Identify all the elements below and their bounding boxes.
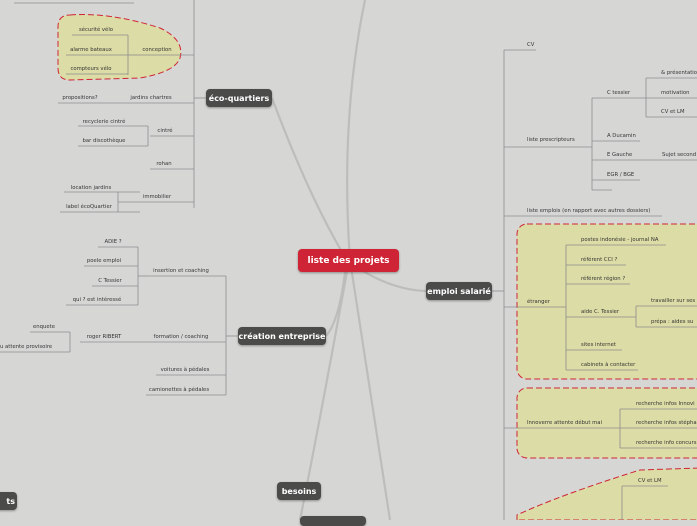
label-compteurs-velo[interactable]: compteurs vélo <box>70 66 112 72</box>
label-immobilier[interactable]: immobilier <box>142 194 172 200</box>
label-attente-provisoire[interactable]: u attente provisoire <box>0 344 53 350</box>
boundary-innoverre <box>516 387 697 459</box>
central-topic[interactable]: liste des projets <box>298 249 399 272</box>
label-cv[interactable]: CV <box>527 42 535 48</box>
label-c-tessier-emploi[interactable]: C tessier <box>607 90 631 96</box>
label-e-gauche[interactable]: E Gauche <box>607 152 633 158</box>
label-info-innovi[interactable]: recherche infos Innovi <box>636 401 695 407</box>
label-cv-et-lm-2[interactable]: CV et LM <box>638 478 662 484</box>
label-insertion-coaching[interactable]: insertion et coaching <box>153 268 209 274</box>
label-label-ecoquartier[interactable]: label écoQuartier <box>66 204 112 210</box>
branch-eco-quartiers[interactable]: éco-quartiers <box>206 89 272 107</box>
label-liste-prescripteurs[interactable]: liste prescripteurs <box>527 137 575 143</box>
label-formation-coaching[interactable]: formation / coaching <box>153 334 209 340</box>
label-enquete[interactable]: enquete <box>33 324 55 330</box>
label-c-tessier[interactable]: C Tessier <box>98 278 122 284</box>
label-poele-emploi[interactable]: poele emploi <box>86 258 122 264</box>
label-presentation[interactable]: & présentatio <box>661 70 697 76</box>
label-info-stepha[interactable]: recherche infos stépha <box>636 420 697 426</box>
boundary-cv <box>516 467 697 520</box>
label-liste-emplois[interactable]: liste emplois (en rapport avec autres do… <box>527 208 651 214</box>
label-securite-velo[interactable]: sécurité vélo <box>78 27 114 33</box>
label-info-concurs[interactable]: recherche info concurs <box>636 440 697 446</box>
branch-creation-entreprise[interactable]: création entreprise <box>238 327 326 345</box>
label-referent-cci[interactable]: référent CCI ? <box>581 257 618 263</box>
label-location-jardins[interactable]: location jardins <box>70 185 112 191</box>
label-rohan[interactable]: rohan <box>156 161 172 167</box>
label-recyclerie-cintre[interactable]: recyclerie cintré <box>82 119 126 125</box>
label-a-ducamin[interactable]: A Ducamin <box>607 133 636 139</box>
label-cintre[interactable]: cintré <box>157 128 173 134</box>
label-etranger[interactable]: étranger <box>527 299 550 305</box>
label-postes-indonesie[interactable]: postes indonésie - journal NA <box>581 237 659 243</box>
label-sites-internet[interactable]: sites internet <box>581 342 616 348</box>
label-sujet-second[interactable]: Sujet second <box>662 152 697 158</box>
boundary-etranger <box>516 223 697 380</box>
label-cabinets[interactable]: cabinets à contacter <box>581 362 636 368</box>
label-referent-region[interactable]: référent région ? <box>581 276 626 282</box>
branch-besoins[interactable]: besoins <box>277 482 321 500</box>
label-motivation[interactable]: motivation <box>661 90 690 96</box>
boundary-conception <box>57 14 182 81</box>
branch-left-edge[interactable]: ts <box>0 492 17 510</box>
label-prepa-aides[interactable]: prépa : aides su <box>651 319 694 325</box>
label-camionettes-pedales[interactable]: camionettes à pédales <box>148 387 210 393</box>
label-egr-bge[interactable]: EGR / BGE <box>607 172 635 178</box>
label-adie[interactable]: ADIE ? <box>104 239 122 245</box>
label-travailler[interactable]: travailler sur ses <box>651 298 696 304</box>
label-qui-interesse[interactable]: qui ? est intéressé <box>72 297 122 303</box>
label-conception[interactable]: conception <box>142 47 172 53</box>
label-voitures-pedales[interactable]: voitures à pédales <box>160 367 210 373</box>
label-propositions[interactable]: propositions? <box>62 95 98 101</box>
label-jardins-chartres[interactable]: jardins chartres <box>130 95 172 101</box>
label-innoverre[interactable]: Innoverre attente début mai <box>527 420 603 426</box>
branch-emploi-salarie[interactable]: emploi salarié <box>426 282 492 300</box>
label-cv-et-lm[interactable]: CV et LM <box>661 109 685 115</box>
label-aide-c-tessier[interactable]: aide C. Tessier <box>581 309 620 315</box>
label-bar-discotheque[interactable]: bar discothèque <box>82 138 126 144</box>
label-alarme-bateaux[interactable]: alarme bateaux <box>70 47 112 53</box>
label-roger-ribert[interactable]: roger RIBERT <box>86 334 122 340</box>
branch-bottom-edge[interactable] <box>300 516 366 526</box>
